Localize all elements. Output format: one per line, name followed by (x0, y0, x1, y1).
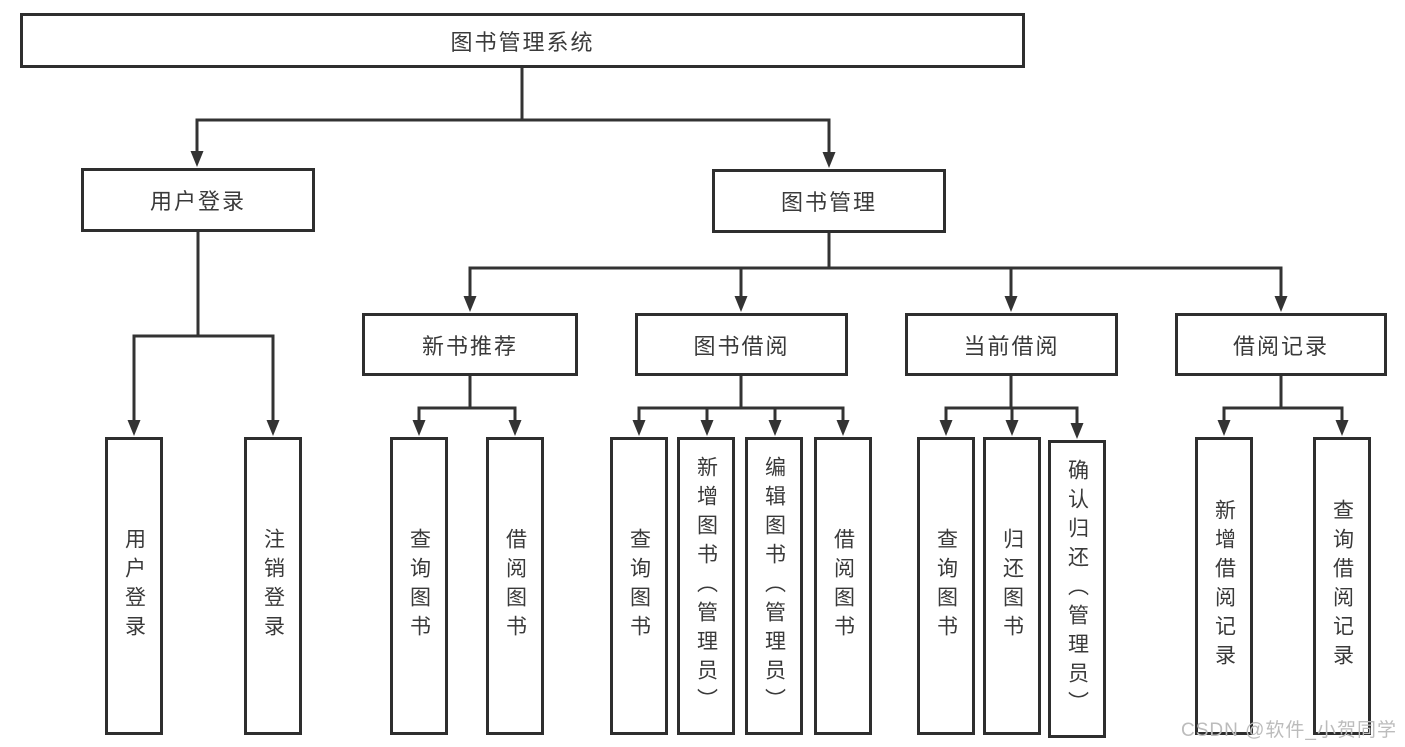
leaf-edit-books-admin: 编辑图书（管理员） (745, 437, 803, 735)
leaf-borrow-books-bb-label: 借阅图书 (831, 528, 855, 644)
connector-newbookrec-to-leaves (417, 374, 517, 424)
node-user-login: 用户登录 (81, 168, 315, 232)
leaf-query-books-bb-label: 查询图书 (627, 528, 651, 644)
node-book-management: 图书管理 (712, 169, 946, 233)
leaf-return-books-label: 归还图书 (1000, 528, 1024, 644)
leaf-confirm-return-admin-label: 确认归还（管理员） (1065, 458, 1089, 720)
leaf-add-borrow-record: 新增借阅记录 (1195, 437, 1253, 735)
leaf-query-books-bb: 查询图书 (610, 437, 668, 735)
connector-bookborrow-to-leaves (637, 374, 845, 424)
connector-currentborrow-to-leaves (944, 374, 1079, 427)
connector-userlogin-to-leaves (132, 230, 275, 424)
leaf-add-borrow-record-label: 新增借阅记录 (1212, 499, 1236, 673)
node-borrowing-records: 借阅记录 (1175, 313, 1387, 376)
leaf-query-borrow-record: 查询借阅记录 (1313, 437, 1371, 735)
leaf-query-books-cb-label: 查询图书 (934, 528, 958, 644)
leaf-query-borrow-record-label: 查询借阅记录 (1330, 499, 1354, 673)
leaf-query-books-cb: 查询图书 (917, 437, 975, 735)
leaf-edit-books-admin-label: 编辑图书（管理员） (762, 455, 786, 717)
leaf-query-books-nbr-label: 查询图书 (407, 528, 431, 644)
leaf-logout-label: 注销登录 (261, 528, 285, 644)
leaf-borrow-books-nbr: 借阅图书 (486, 437, 544, 735)
arrowheads (127, 151, 1349, 439)
leaf-add-books-admin-label: 新增图书（管理员） (694, 455, 718, 717)
node-book-borrowing: 图书借阅 (635, 313, 848, 376)
node-root: 图书管理系统 (20, 13, 1025, 68)
leaf-borrow-books-nbr-label: 借阅图书 (503, 528, 527, 644)
leaf-logout: 注销登录 (244, 437, 302, 735)
leaf-query-books-nbr: 查询图书 (390, 437, 448, 735)
leaf-confirm-return-admin: 确认归还（管理员） (1048, 440, 1106, 738)
connector-borrowrecords-to-leaves (1222, 374, 1344, 424)
node-current-borrowing: 当前借阅 (905, 313, 1118, 376)
leaf-user-login-label: 用户登录 (122, 528, 146, 644)
leaf-add-books-admin: 新增图书（管理员） (677, 437, 735, 735)
leaf-borrow-books-bb: 借阅图书 (814, 437, 872, 735)
connector-bookmgmt-to-level3 (468, 231, 1283, 300)
leaf-user-login: 用户登录 (105, 437, 163, 735)
connector-root-to-level2 (195, 66, 831, 156)
node-new-book-recommendation: 新书推荐 (362, 313, 578, 376)
leaf-return-books: 归还图书 (983, 437, 1041, 735)
csdn-watermark: CSDN @软件_小贺同学 (1181, 720, 1397, 741)
